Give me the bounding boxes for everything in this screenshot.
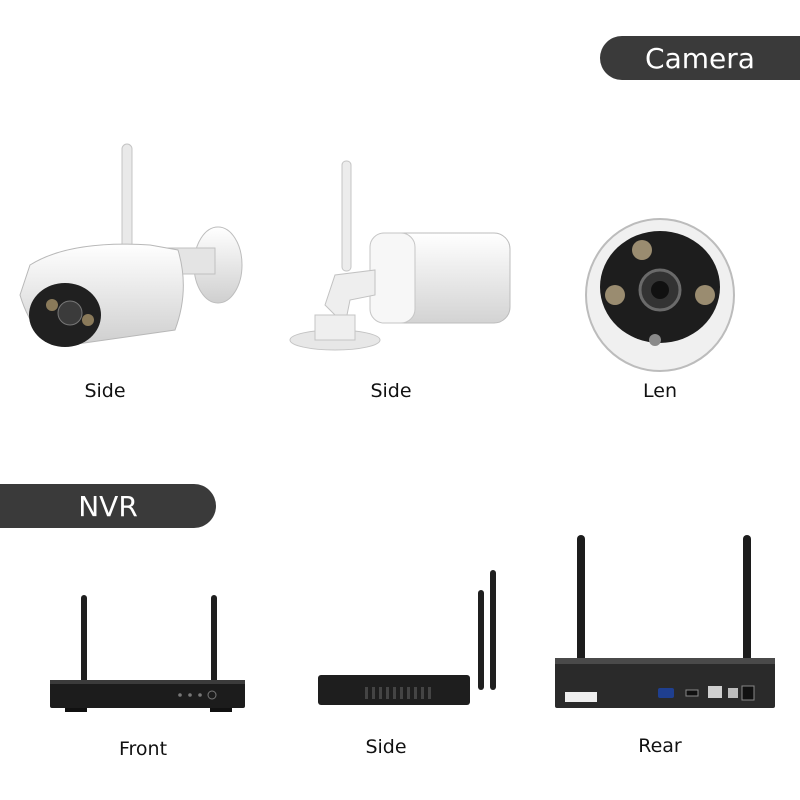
camera-side-image-1 — [19, 143, 243, 347]
camera-view-caption-3: Len — [643, 380, 677, 402]
camera-lens-image — [585, 218, 735, 372]
nvr-view-caption-side: Side — [365, 736, 407, 758]
camera-section-title: Camera — [645, 41, 755, 75]
camera-view-caption-1: Side — [84, 380, 126, 402]
nvr-front-image — [50, 595, 245, 712]
nvr-side-image — [318, 570, 496, 705]
nvr-view-caption-rear: Rear — [638, 735, 682, 757]
nvr-view-caption-front: Front — [118, 738, 168, 760]
nvr-section-header: NVR — [0, 484, 216, 528]
camera-view-caption-2: Side — [370, 380, 412, 402]
camera-side-image-2 — [289, 160, 511, 351]
nvr-rear-image — [555, 535, 775, 708]
camera-section-header: Camera — [600, 36, 800, 80]
nvr-section-title: NVR — [78, 489, 138, 523]
